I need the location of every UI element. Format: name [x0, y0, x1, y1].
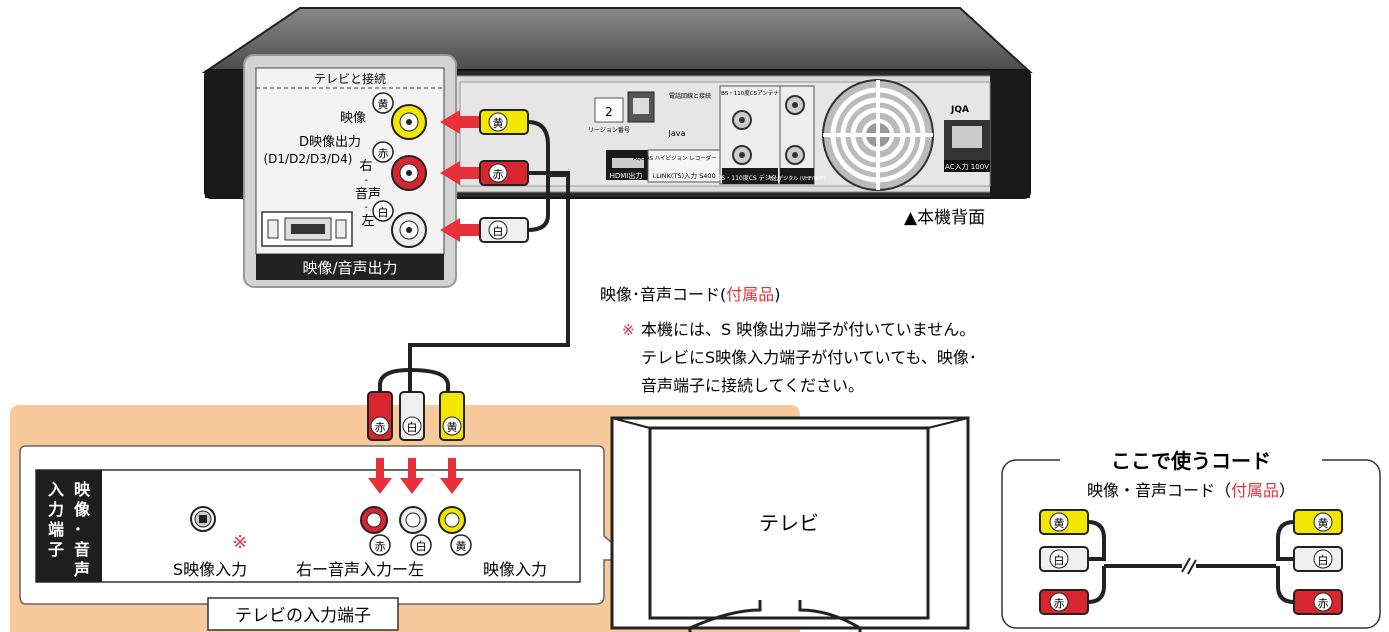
tv-audio-jack-white: 白	[399, 506, 432, 556]
svg-text:白: 白	[1054, 553, 1065, 567]
svg-text:白: 白	[493, 224, 504, 238]
plug-red-tv: 赤	[367, 391, 393, 441]
ac-label: AC入力 100V	[945, 162, 989, 171]
tv-connect-header: テレビと接続	[314, 71, 386, 86]
back-caption: ▲本機背面	[904, 208, 985, 228]
cord-box: ここで使うコード 映像・音声コード（付属品） 黄 白 赤 黄 白	[1001, 448, 1381, 629]
note: ※ 本機には、S 映像出力端子が付いていません。 テレビにS映像入力端子が付いて…	[622, 320, 977, 395]
plug-arrows-recorder	[440, 110, 480, 242]
svg-text:黄: 黄	[456, 539, 467, 553]
svg-text:白: 白	[1318, 553, 1329, 567]
fan-icon	[822, 79, 934, 191]
side-label-col1: 入 力 端 子	[48, 480, 70, 559]
svg-text:黄: 黄	[1318, 516, 1329, 530]
video-input-label: 映像入力	[483, 560, 547, 579]
cord-box-title: ここで使うコード	[1111, 449, 1271, 473]
note-line3: 音声端子に接続してください。	[641, 376, 864, 395]
ilink-label: i.LINK(TS)入力 S400	[652, 171, 715, 180]
s-video-jack	[190, 506, 216, 532]
cord-plug-red-right: 赤	[1293, 589, 1343, 615]
svg-text:白: 白	[407, 420, 418, 434]
side-label-col2: 映 像 ･ 音 声	[73, 480, 96, 579]
audio-label: 音声	[355, 186, 381, 202]
tv-input-area: 入 力 端 子 映 像 ･ 音 声 ※ S映像入力	[10, 405, 800, 632]
svg-text:黄: 黄	[447, 420, 458, 434]
svg-text:黄: 黄	[493, 116, 504, 130]
cord-plug-white-left: 白	[1039, 546, 1089, 572]
note-mark: ※	[622, 321, 635, 339]
av-output-label: 映像/音声出力	[302, 259, 397, 277]
audio-right-label: 右	[359, 159, 372, 174]
svg-text:黄: 黄	[1054, 516, 1065, 530]
jqa-label: JQA	[950, 105, 969, 115]
av-output-panel: テレビと接続 映像 D映像出力 (D1/D2/D3/D4) 右 - 音声 - 左…	[243, 54, 457, 288]
audio-jack-white: 白	[372, 200, 427, 248]
svg-text:赤: 赤	[375, 540, 386, 553]
audio-jack-red: 赤	[372, 141, 427, 191]
svg-text:-: -	[364, 202, 368, 213]
d-output-label: D映像出力	[299, 135, 361, 150]
java-label: Java	[668, 129, 686, 138]
aquos-label: AQUOS ハイビジョン レコーダー と接続	[633, 154, 735, 162]
svg-text:赤: 赤	[1054, 597, 1065, 610]
cord-plug-yellow-left: 黄	[1039, 509, 1089, 535]
video-label: 映像	[340, 111, 366, 126]
plug-red-recorder: 赤	[479, 160, 529, 186]
tv-video-jack-yellow: 黄	[438, 506, 472, 556]
s-video-note: ※	[232, 532, 247, 553]
note-line2: テレビにS映像入力端子が付いていても、映像･	[641, 348, 977, 367]
plug-arrows-tv	[368, 458, 464, 494]
cord-plug-yellow-right: 黄	[1293, 509, 1343, 535]
bs-antenna-label: BS・110度CSアンテナ	[721, 89, 779, 97]
cord-plug-white-right: 白	[1293, 546, 1343, 572]
d-terminal-icon	[261, 211, 353, 247]
audio-input-label: 右ー音声入力ー左	[296, 560, 424, 579]
note-line1: 本機には、S 映像出力端子が付いていません。	[641, 320, 975, 339]
audio-left-label: 左	[361, 214, 374, 229]
video-jack-yellow: 黄	[372, 92, 427, 140]
plug-yellow-recorder: 黄	[479, 109, 529, 135]
plug-yellow-tv: 黄	[439, 391, 465, 441]
plug-white-recorder: 白	[479, 217, 529, 243]
d-output-sub: (D1/D2/D3/D4)	[264, 152, 353, 166]
svg-text:赤: 赤	[1318, 597, 1329, 610]
hdmi-label: HDMI出力	[610, 171, 643, 180]
cord-box-subtitle: 映像・音声コード（付属品）	[1087, 481, 1295, 500]
phone-label: 電話回線と接続	[669, 92, 711, 100]
svg-text:2: 2	[605, 105, 613, 119]
svg-text:赤: 赤	[493, 168, 504, 181]
svg-text:-: -	[364, 175, 368, 186]
s-video-label: S映像入力	[173, 560, 247, 579]
svg-text:白: 白	[416, 539, 427, 553]
tv-audio-jack-red: 赤	[360, 506, 391, 556]
bs-cs-label: BS・110度CS デジタル	[717, 174, 782, 182]
plug-white-tv: 白	[399, 391, 425, 441]
svg-text:白: 白	[378, 205, 389, 219]
terrestrial-label: 地上デジタル (VHF/UHF)	[768, 175, 825, 182]
tv-icon	[610, 416, 970, 632]
svg-text:赤: 赤	[375, 421, 386, 434]
av-cable	[378, 120, 570, 395]
tv-label: テレビ	[759, 511, 819, 535]
svg-text:黄: 黄	[378, 97, 389, 111]
cord-plug-red-left: 赤	[1039, 589, 1089, 615]
panel-caption: テレビの入力端子	[235, 606, 371, 626]
cable-caption: 映像･音声コード(付属品)	[600, 285, 781, 304]
region-label: リージョン番号	[588, 127, 630, 134]
svg-text:赤: 赤	[378, 147, 389, 160]
